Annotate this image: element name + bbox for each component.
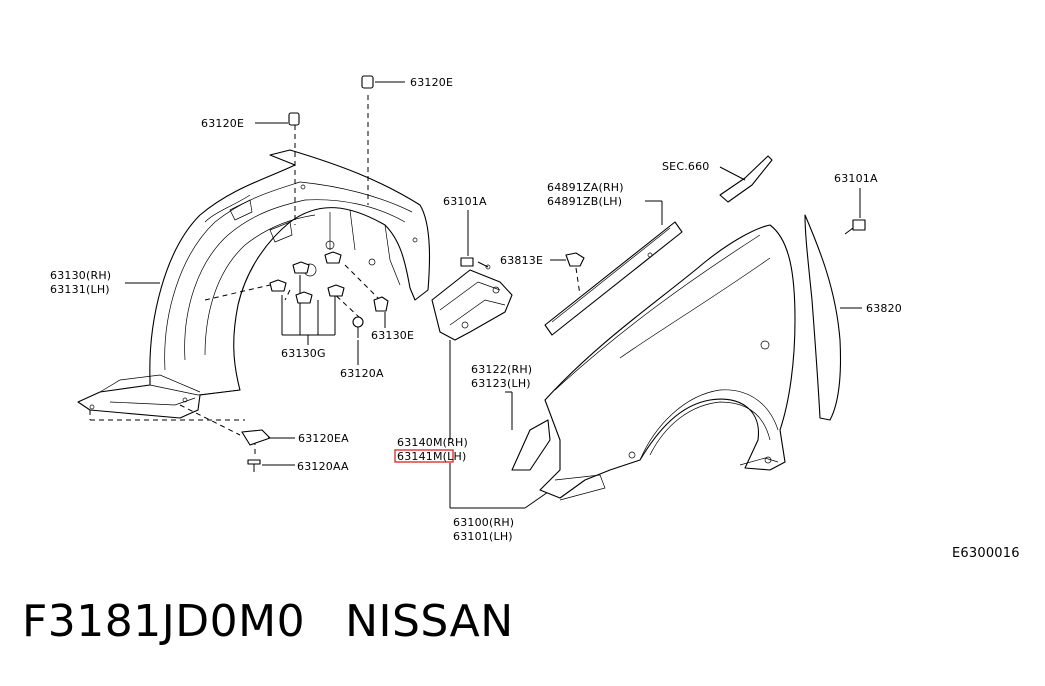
label-64891ZB: 64891ZB(LH): [547, 195, 622, 208]
sec660-part: [719, 155, 773, 203]
part-number: F3181JD0M0: [22, 596, 306, 647]
label-63820: 63820: [866, 302, 902, 315]
clip-icon: [565, 252, 585, 267]
label-64891ZA: 64891ZA(RH): [547, 181, 624, 194]
label-63123: 63123(LH): [471, 377, 531, 390]
bolt-63101A-mid: [460, 210, 491, 270]
label-63131: 63131(LH): [50, 283, 110, 296]
label-63120E-top: 63120E: [410, 76, 453, 89]
label-63101: 63101(LH): [453, 530, 513, 543]
clip-63120E-top-icon: [361, 75, 374, 89]
fender: [539, 224, 796, 501]
label-63120AA: 63120AA: [297, 460, 349, 473]
label-63140M: 63140M(RH): [397, 436, 468, 449]
label-63813E: 63813E: [500, 254, 543, 267]
clip-icon: [269, 279, 287, 292]
clip-icon: [295, 291, 313, 304]
label-63100: 63100(RH): [453, 516, 514, 529]
label-63141M: 63141M(LH): [397, 450, 466, 463]
label-63101A-right: 63101A: [834, 172, 878, 185]
fender-bracket: [431, 269, 549, 509]
protector-63820: [804, 214, 862, 421]
label-63130: 63130(RH): [50, 269, 111, 282]
label-63120EA: 63120EA: [298, 432, 349, 445]
footer: F3181JD0M0 NISSAN: [22, 596, 554, 647]
clip-63120E-left-icon: [288, 112, 300, 126]
fender-liner: [77, 149, 431, 419]
label-63101A-mid: 63101A: [443, 195, 487, 208]
screw-63120AA-icon: [247, 459, 261, 465]
liner-label-leaders: [125, 81, 405, 466]
label-63120E-left: 63120E: [201, 117, 244, 130]
diagram-code: E6300016: [952, 546, 1020, 561]
clip-icon: [327, 284, 345, 297]
label-63122: 63122(RH): [471, 363, 532, 376]
label-63130G: 63130G: [281, 347, 326, 360]
seal-63122: [505, 391, 551, 471]
screw-63120A-icon: [352, 316, 364, 328]
label-63130E: 63130E: [371, 329, 414, 342]
clip-icon: [324, 251, 342, 264]
bolt-icon: [460, 257, 474, 267]
bolt-63101A-right: [844, 188, 866, 235]
clip-icon: [292, 261, 310, 274]
molding-64891Z: [544, 200, 683, 336]
clip-63120EA-icon: [241, 429, 271, 446]
clip-63130E-icon: [373, 296, 389, 312]
bolt-icon: [852, 219, 866, 231]
highlight-63141M: [394, 449, 454, 463]
label-63120A: 63120A: [340, 367, 384, 380]
liner-clips: [241, 75, 389, 472]
clip-63813E: [550, 252, 585, 296]
label-sec660: SEC.660: [662, 160, 710, 173]
brand-name: NISSAN: [345, 596, 514, 647]
